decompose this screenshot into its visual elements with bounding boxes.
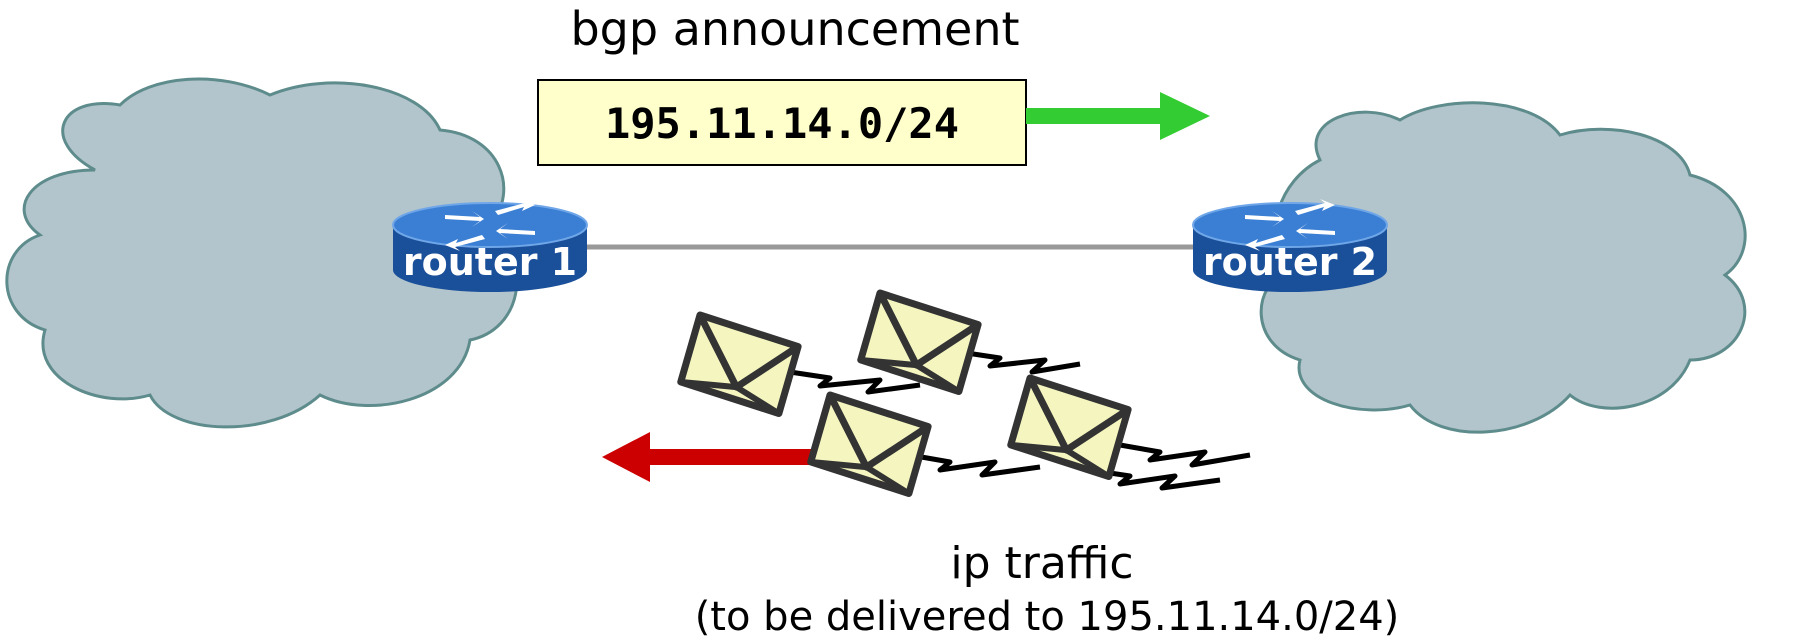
traffic-subtitle: (to be delivered to 195.11.14.0/24): [695, 594, 1400, 638]
traffic-title: ip traffic: [950, 538, 1133, 589]
envelope-icon: [805, 387, 934, 502]
packet-trail: [789, 349, 1251, 491]
router-label: router 1: [403, 240, 577, 284]
router-1: router 1: [392, 199, 588, 292]
prefix-value: 195.11.14.0/24: [605, 99, 959, 148]
network-cloud-icon: [1259, 101, 1747, 434]
traffic-arrow-icon: [602, 432, 815, 482]
announcement-title: bgp announcement: [570, 2, 1019, 56]
prefix-box: 195.11.14.0/24: [537, 79, 1027, 166]
ip-packets: [675, 285, 1251, 502]
network-cloud-icon: [5, 77, 519, 429]
router-2: router 2: [1192, 199, 1388, 292]
router-icon: [392, 199, 588, 292]
router-icon: [1192, 199, 1388, 292]
announcement-arrow-icon: [1026, 92, 1210, 140]
envelope-icon: [675, 307, 804, 422]
router-label: router 2: [1203, 240, 1377, 284]
